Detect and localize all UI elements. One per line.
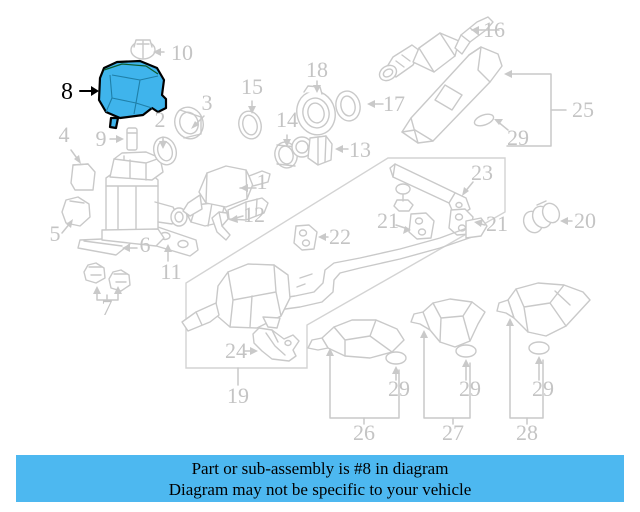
part-shape-15	[238, 110, 262, 140]
callout-label-1: 1	[257, 169, 268, 194]
callout-label-15: 15	[241, 74, 263, 99]
part-shape-13	[291, 135, 333, 166]
part-shape-2	[152, 136, 178, 166]
part-shape-29b	[385, 351, 407, 365]
part-shape-28	[496, 282, 591, 337]
callout-label-2: 2	[155, 107, 166, 132]
part-shape-4	[70, 163, 96, 191]
callout-label-12: 12	[243, 202, 265, 227]
part-shape-muffler-19	[181, 263, 291, 332]
part-shape-canister	[101, 151, 188, 247]
part-shape-29a	[473, 113, 495, 127]
part-shape-18	[296, 85, 336, 136]
part-shape-20	[522, 200, 561, 234]
callout-label-8: 8	[61, 79, 73, 105]
callout-label-6: 6	[140, 232, 151, 257]
callout-label-29d: 29	[532, 376, 554, 401]
part-shape-27	[410, 298, 486, 348]
callout-label-22: 22	[329, 224, 351, 249]
callout-label-29c: 29	[459, 376, 481, 401]
part-shape-12	[211, 211, 231, 241]
part-shape-7	[83, 262, 131, 292]
callout-label-17: 17	[383, 91, 405, 116]
callout-label-7: 7	[102, 295, 113, 320]
callout-label-16: 16	[483, 17, 505, 42]
callout-label-25: 25	[572, 97, 594, 122]
callout-label-5: 5	[50, 221, 61, 246]
part-shape-23	[389, 163, 471, 215]
callout-leader-8	[79, 86, 99, 96]
part-shape-10	[130, 39, 156, 60]
part-shape-9	[126, 127, 138, 151]
callout-label-3: 3	[202, 90, 213, 115]
callout-label-4: 4	[59, 122, 70, 147]
part-shape-5	[61, 196, 91, 227]
callout-label-21a: 21	[377, 208, 399, 233]
callout-labels: 1 2 3 4 5 6 7 8 9 10 11 12 13 14 15 16 1…	[50, 17, 597, 445]
callout-leaders	[61, 26, 573, 425]
callout-label-21b: 21	[486, 211, 508, 236]
part-shape-24	[252, 327, 300, 362]
part-shape-1	[182, 165, 271, 217]
callout-label-10: 10	[171, 40, 193, 65]
notice-line-2: Diagram may not be specific to your vehi…	[168, 479, 472, 499]
callout-label-18: 18	[306, 57, 328, 82]
callout-label-29a: 29	[507, 125, 529, 150]
callout-label-26: 26	[353, 420, 375, 445]
part-shape-29d	[528, 341, 550, 355]
part-shape-16	[378, 16, 494, 82]
callout-label-24: 24	[225, 338, 247, 363]
group-outline-19	[185, 157, 506, 369]
callout-label-28: 28	[516, 420, 538, 445]
callout-label-14: 14	[276, 107, 298, 132]
part-shape-29c	[455, 344, 477, 358]
highlighted-part-8	[97, 59, 168, 130]
part-shape-25	[401, 46, 503, 144]
callout-label-13: 13	[349, 137, 371, 162]
callout-label-23: 23	[471, 160, 493, 185]
part-shape-26	[307, 319, 405, 359]
notice-banner: Part or sub-assembly is #8 in diagram Di…	[16, 455, 624, 502]
notice-line-1: Part or sub-assembly is #8 in diagram	[191, 458, 449, 478]
callout-label-9: 9	[96, 126, 107, 151]
callout-label-19: 19	[227, 383, 249, 408]
callout-label-27: 27	[442, 420, 464, 445]
callout-label-29b: 29	[388, 376, 410, 401]
callout-label-20: 20	[574, 208, 596, 233]
callout-label-11: 11	[160, 259, 181, 284]
part-shape-21a	[408, 212, 435, 240]
part-shape-17	[335, 90, 361, 122]
part-shape-22	[293, 224, 318, 251]
